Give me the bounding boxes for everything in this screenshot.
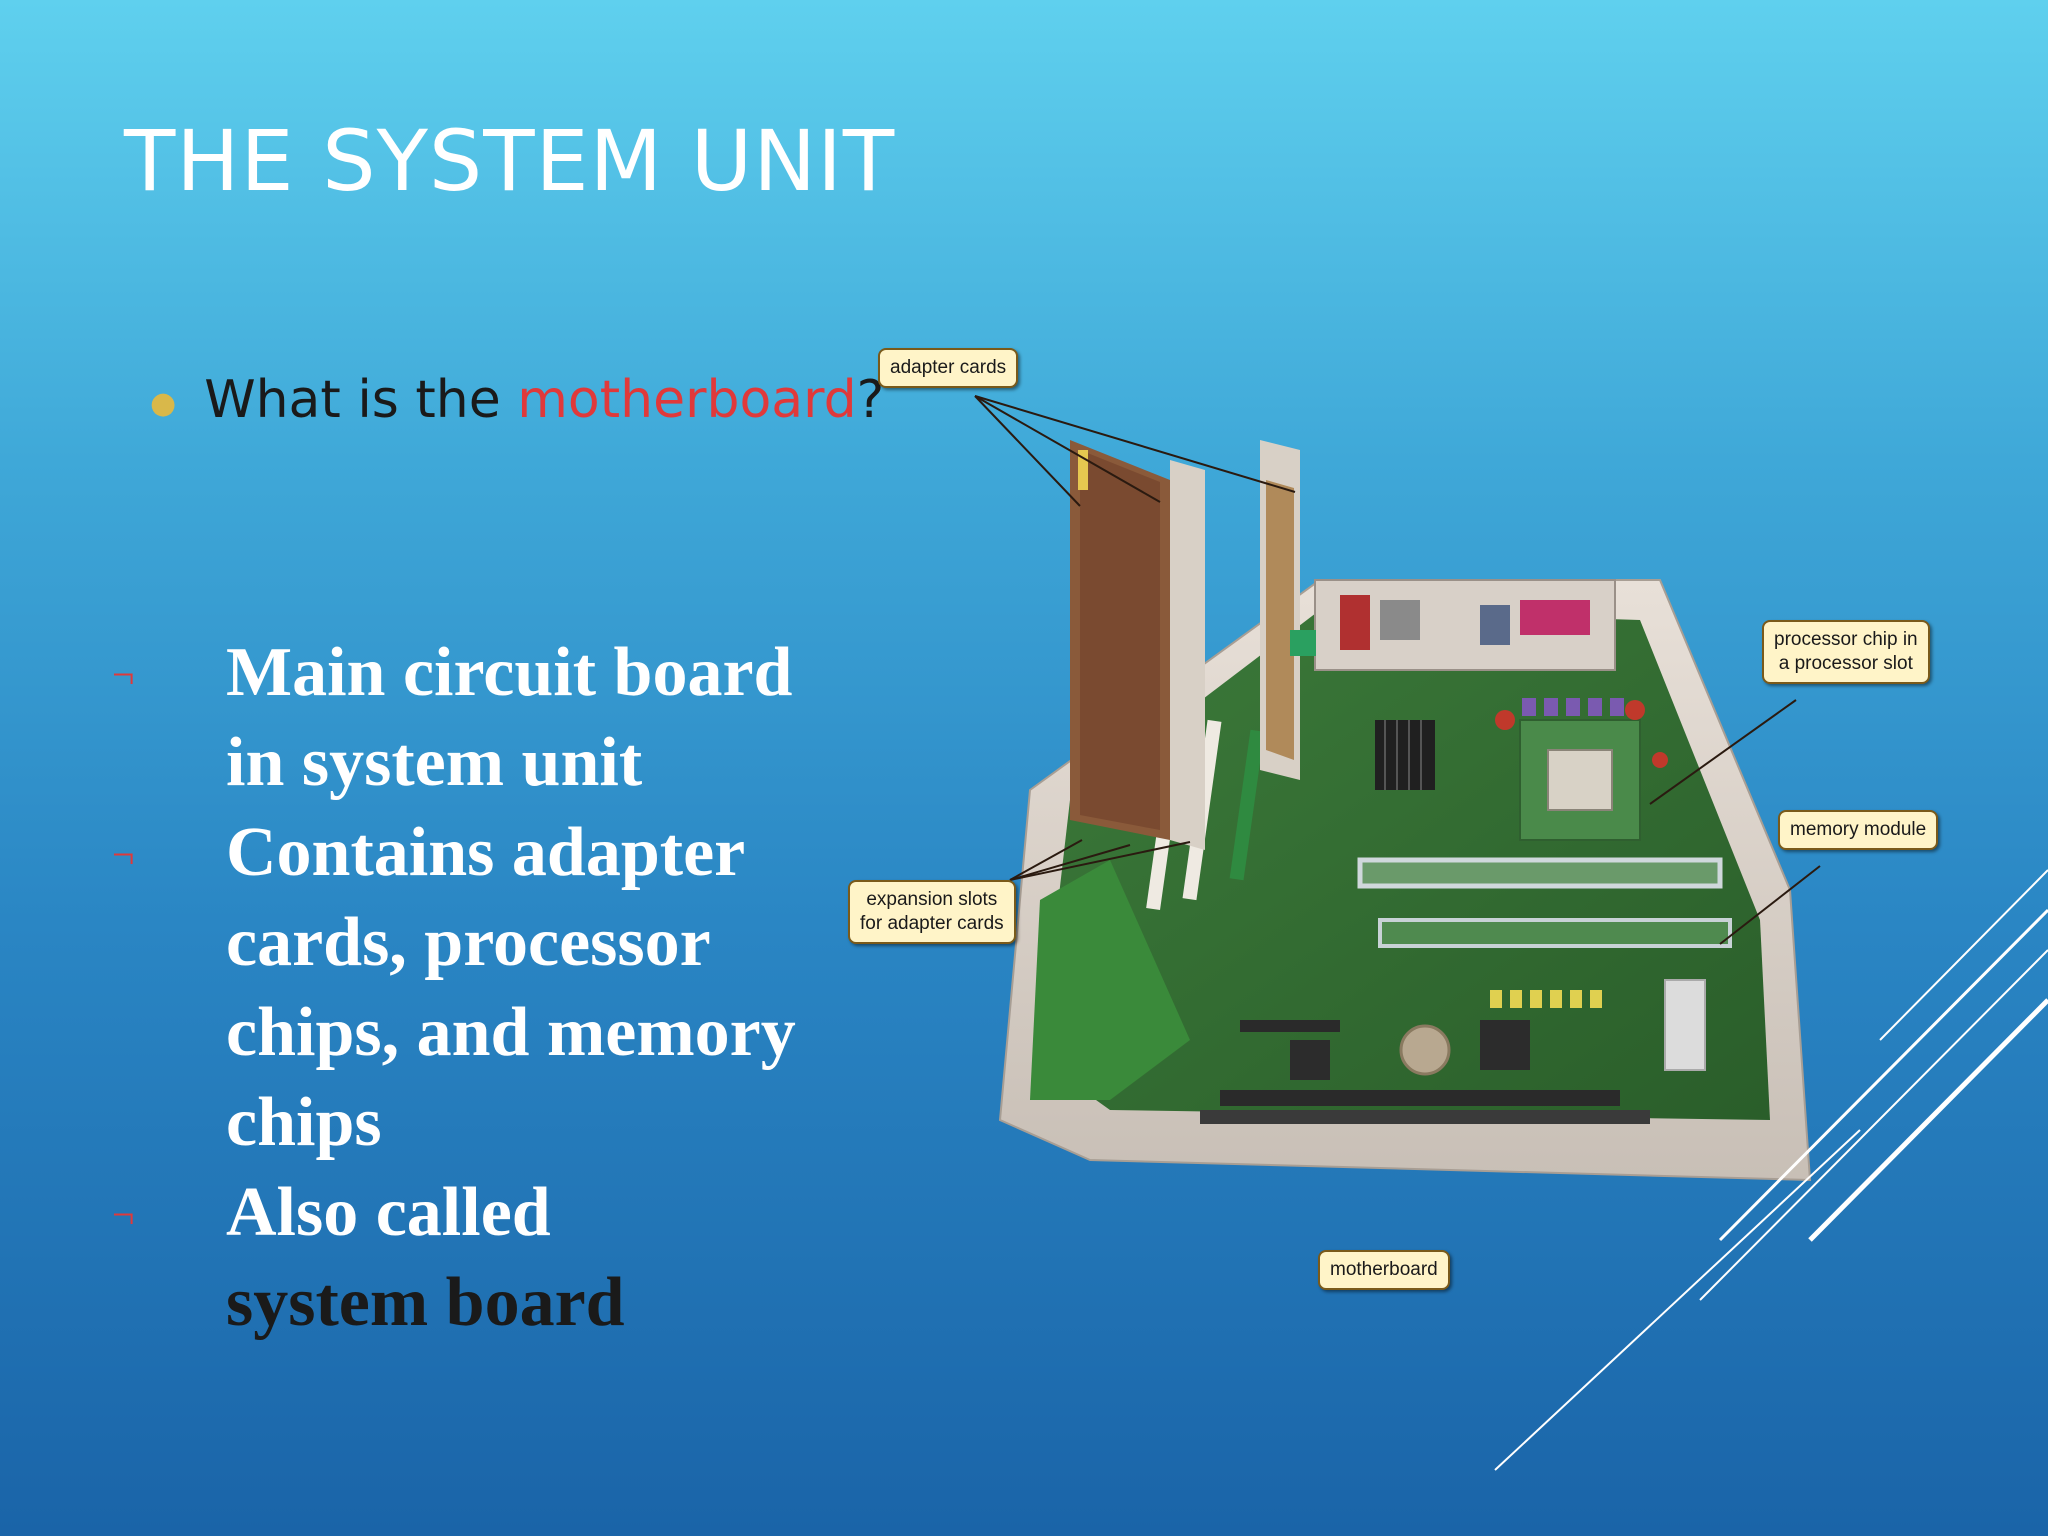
question-highlight: motherboard <box>517 370 857 430</box>
bullet-marker-icon: ¬ <box>112 652 135 697</box>
bullet-marker-icon: ¬ <box>112 1192 135 1237</box>
bullet-item: ¬ Contains adapter cards, processor chip… <box>112 808 812 1168</box>
callout-expansion-line1: expansion slots <box>866 889 998 910</box>
bullet-item: ¬ Main circuit board in system unit <box>112 628 812 808</box>
callout-memory-module: memory module <box>1778 810 1939 850</box>
callout-processor-line2: a processor slot <box>1778 653 1913 674</box>
callout-expansion-slots: expansion slots for adapter cards <box>848 880 1016 944</box>
motherboard-photo <box>998 440 1812 1182</box>
callout-adapter-cards-text: adapter cards <box>890 357 1007 378</box>
slide-title: THE SYSTEM UNIT <box>124 112 896 210</box>
question-line: ●What is the motherboard? <box>150 370 884 430</box>
callout-motherboard: motherboard <box>1318 1250 1450 1290</box>
bullet-item: ¬ Also called system board <box>112 1168 812 1348</box>
bullet-text: Main circuit board in system unit <box>226 634 793 801</box>
callout-adapter-cards: adapter cards <box>878 348 1019 388</box>
bullet-list: ¬ Main circuit board in system unit ¬ Co… <box>112 628 812 1348</box>
callout-processor-chip: processor chip in a processor slot <box>1762 620 1930 684</box>
bullet-text-line2: system board <box>226 1264 625 1341</box>
bullet-text: Contains adapter cards, processor chips,… <box>226 814 796 1161</box>
callout-memory-module-text: memory module <box>1790 819 1927 840</box>
question-prefix: What is the <box>204 370 518 430</box>
callout-expansion-line2: for adapter cards <box>860 913 1004 934</box>
bullet-marker-icon: ¬ <box>112 832 135 877</box>
callout-motherboard-text: motherboard <box>1330 1259 1438 1280</box>
bullet-text-line1: Also called <box>226 1174 551 1251</box>
callout-processor-line1: processor chip in <box>1774 629 1918 650</box>
bullet-dot-icon: ● <box>150 385 177 421</box>
